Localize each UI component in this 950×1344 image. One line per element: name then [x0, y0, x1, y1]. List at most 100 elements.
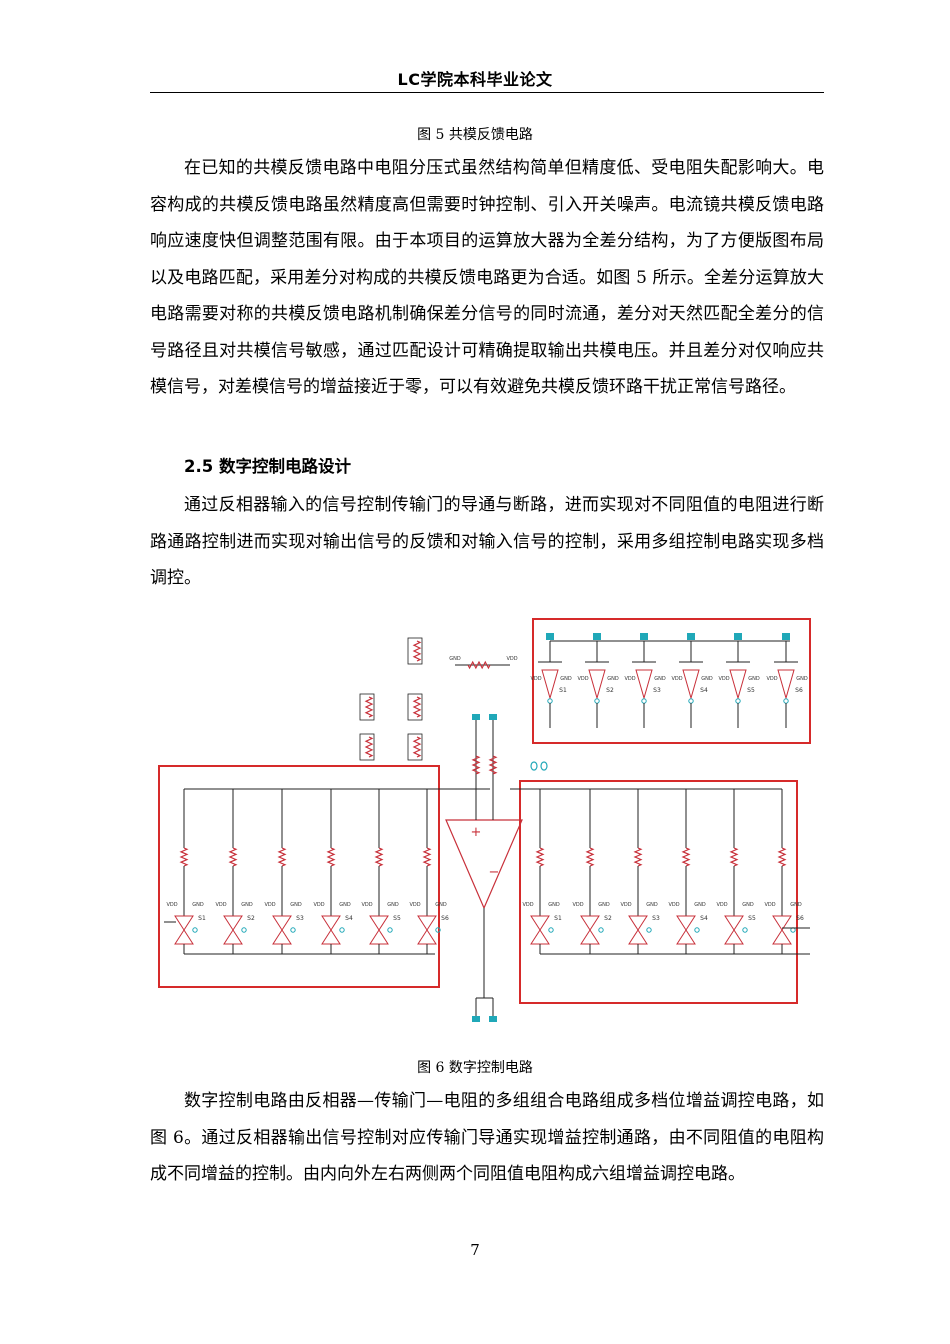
right-resistor	[535, 847, 545, 867]
left-transmission-gate-upper	[321, 915, 341, 931]
bias-resistor	[412, 640, 422, 662]
inverter-input-terminal	[782, 633, 790, 640]
left-resistor	[228, 847, 238, 867]
right-gate-label: S3	[652, 915, 660, 922]
left-transmission-gate-upper	[174, 915, 194, 931]
right-gate-label: S6	[796, 915, 804, 922]
left-transmission-gate-upper	[417, 915, 437, 931]
inverter-triangle	[635, 669, 653, 700]
right-transmission-gate-upper	[772, 915, 792, 931]
left-transmission-gate-upper	[272, 915, 292, 931]
left-transmission-gate-bubble	[241, 927, 247, 933]
left-vdd-label: VDD	[313, 902, 324, 908]
right-gate-label: S1	[554, 915, 562, 922]
right-gate-label: S2	[604, 915, 612, 922]
opamp-minus-label: −	[489, 865, 500, 880]
left-gate-label: S6	[441, 915, 449, 922]
inverter-input-terminal	[546, 633, 554, 640]
left-gate-label: S1	[198, 915, 206, 922]
right-transmission-gate-upper	[530, 915, 550, 931]
inverter-triangle	[729, 669, 747, 700]
opamp-input-resistor-right	[488, 755, 498, 775]
right-transmission-gate-upper	[676, 915, 696, 931]
left-resistor	[277, 847, 287, 867]
right-transmission-gate-bubble	[598, 927, 604, 933]
right-gnd-label: GND	[548, 902, 560, 908]
right-resistor	[681, 847, 691, 867]
inverter-gnd-label: GND	[796, 676, 808, 682]
inverter-label: S5	[747, 687, 755, 694]
right-vdd-label: VDD	[572, 902, 583, 908]
left-resistor	[326, 847, 336, 867]
left-gate-label: S5	[393, 915, 401, 922]
right-transmission-gate-bubble	[548, 927, 554, 933]
paragraph-digital-description: 数字控制电路由反相器—传输门—电阻的多组组合电路组成多档位增益调控电路，如图 6…	[150, 1091, 824, 1184]
left-vdd-label: VDD	[166, 902, 177, 908]
figure-6-caption: 图 6 数字控制电路	[417, 1060, 533, 1076]
bias-resistor-block	[407, 693, 423, 721]
right-resistor	[585, 847, 595, 867]
bias-resistor-block	[407, 637, 423, 665]
node-marker	[530, 761, 538, 771]
left-gate-label: S3	[296, 915, 304, 922]
left-resistor	[374, 847, 384, 867]
paragraph-digital-intro: 通过反相器输入的信号控制传输门的导通与断路，进而实现对不同阻值的电阻进行断路通路…	[150, 495, 824, 588]
bias-resistor	[412, 696, 422, 718]
left-resistor	[179, 847, 189, 867]
right-vdd-label: VDD	[716, 902, 727, 908]
left-vdd-label: VDD	[409, 902, 420, 908]
left-transmission-gate-lower	[272, 929, 292, 945]
opamp-triangle	[445, 819, 523, 910]
paragraph-cmfb: 在已知的共模反馈电路中电阻分压式虽然结构简单但精度低、受电阻失配影响大。电容构成…	[150, 158, 824, 397]
opamp-input-resistor-left	[471, 755, 481, 775]
section-heading-2-5: 2.5 数字控制电路设计	[184, 457, 351, 476]
left-gnd-label: GND	[241, 902, 253, 908]
inverter-vdd-label: VDD	[577, 676, 588, 682]
header-rule	[150, 92, 824, 93]
inverter-label: S3	[653, 687, 661, 694]
right-gnd-label: GND	[646, 902, 658, 908]
right-vdd-label: VDD	[522, 902, 533, 908]
left-gnd-label: GND	[435, 902, 447, 908]
bias-resistor-block	[359, 733, 375, 761]
left-vdd-label: VDD	[264, 902, 275, 908]
right-transmission-gate-upper	[724, 915, 744, 931]
left-transmission-gate-bubble	[387, 927, 393, 933]
inverter-input-terminal	[593, 633, 601, 640]
inverter-label: S1	[559, 687, 567, 694]
bias-horizontal-resistor	[467, 660, 491, 670]
inverter-vdd-label: VDD	[718, 676, 729, 682]
right-transmission-gate-lower	[676, 929, 696, 945]
inverter-gnd-label: GND	[701, 676, 713, 682]
left-transmission-gate-bubble	[192, 927, 198, 933]
node-marker	[540, 761, 548, 771]
left-resistor	[422, 847, 432, 867]
inverter-triangle	[777, 669, 795, 700]
left-transmission-gate-bubble	[339, 927, 345, 933]
right-transmission-gate-bubble	[694, 927, 700, 933]
inverter-label: S2	[606, 687, 614, 694]
inverter-input-terminal	[640, 633, 648, 640]
right-transmission-gate-bubble	[742, 927, 748, 933]
left-transmission-gate-lower	[369, 929, 389, 945]
bias-resistor	[364, 696, 374, 718]
inverter-triangle	[682, 669, 700, 700]
right-transmission-gate-lower	[530, 929, 550, 945]
left-gnd-label: GND	[339, 902, 351, 908]
inverter-gnd-label: GND	[654, 676, 666, 682]
left-control-group-box	[158, 765, 440, 988]
inverter-gnd-label: GND	[607, 676, 619, 682]
inverter-vdd-label: VDD	[530, 676, 541, 682]
right-gate-label: S4	[700, 915, 708, 922]
left-transmission-gate-upper	[223, 915, 243, 931]
left-gate-label: S4	[345, 915, 353, 922]
left-transmission-gate-bubble	[290, 927, 296, 933]
inverter-label: S4	[700, 687, 708, 694]
page-header-title: LC学院本科毕业论文	[397, 70, 553, 89]
opamp-pin-terminal	[489, 714, 497, 720]
left-transmission-gate-upper	[369, 915, 389, 931]
inverter-triangle	[541, 669, 559, 700]
bias-resistor-block	[407, 733, 423, 761]
